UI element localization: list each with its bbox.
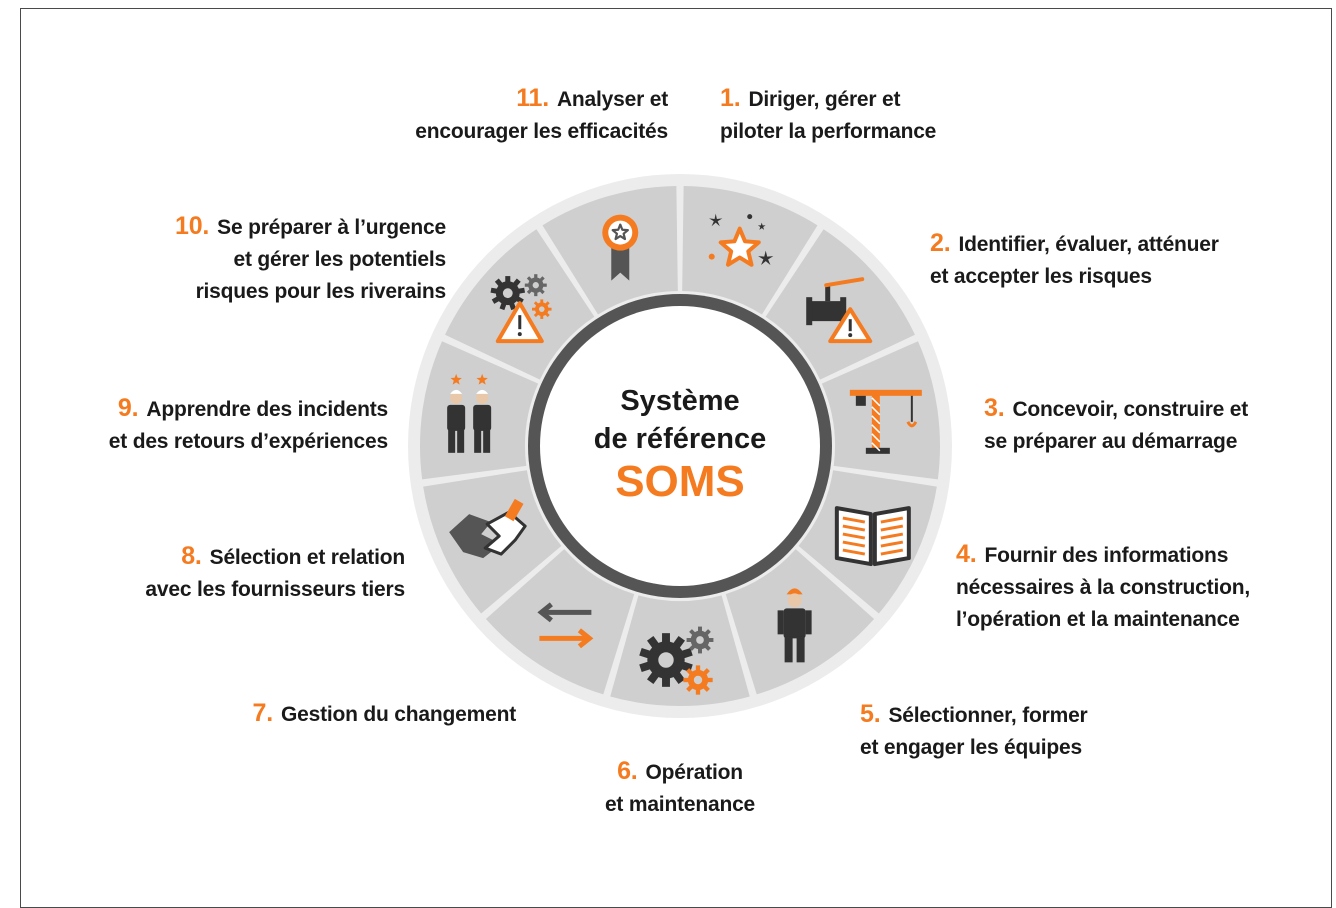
step-text: Apprendre des incidents bbox=[146, 398, 388, 421]
step-text: et engager les équipes bbox=[860, 736, 1083, 759]
step-text: nécessaires à la construction, bbox=[956, 576, 1250, 599]
center-title-line-1: Système bbox=[620, 385, 740, 417]
step-number: 5. bbox=[860, 700, 881, 728]
step-text: encourager les efficacités bbox=[415, 120, 668, 143]
step-label-6: 6. Opération et maintenance bbox=[580, 755, 780, 821]
step-text: Se préparer à l’urgence bbox=[217, 216, 446, 239]
step-text: avec les fournisseurs tiers bbox=[145, 578, 405, 601]
step-text: piloter la performance bbox=[720, 120, 937, 143]
step-label-5: 5. Sélectionner, former et engager les éq… bbox=[860, 698, 1088, 764]
step-label-4: 4. Fournir des informations nécessaires à… bbox=[956, 538, 1250, 636]
step-text: Gestion du changement bbox=[281, 703, 516, 726]
step-label-9: 9. Apprendre des incidents et des retours… bbox=[109, 392, 388, 458]
center-title-line-2: de référence bbox=[593, 423, 767, 455]
step-text: Diriger, gérer et bbox=[748, 88, 901, 111]
wheel-segment-3 bbox=[821, 341, 940, 480]
step-text: et gérer les potentiels bbox=[233, 248, 447, 271]
step-text: Concevoir, construire et bbox=[1012, 398, 1249, 421]
step-number: 9. bbox=[117, 394, 139, 422]
step-text: Identifier, évaluer, atténuer bbox=[958, 233, 1219, 256]
step-text: Opération bbox=[645, 761, 744, 784]
gears-icon bbox=[639, 626, 714, 695]
step-text: et accepter les risques bbox=[930, 265, 1152, 288]
step-number: 2. bbox=[930, 229, 951, 257]
step-number: 7. bbox=[252, 699, 274, 727]
wheel-segment-11 bbox=[542, 186, 678, 315]
step-text: Analyser et bbox=[556, 88, 668, 111]
handshake-icon bbox=[449, 498, 527, 559]
step-label-1: 1. Diriger, gérer et piloter la performan… bbox=[720, 82, 936, 148]
stars-icon bbox=[708, 213, 774, 267]
step-label-10: 10. Se préparer à l’urgence et gérer les … bbox=[175, 210, 446, 308]
team-stars-icon bbox=[447, 373, 492, 453]
center-disc bbox=[540, 306, 820, 586]
gears-warning-icon bbox=[490, 274, 552, 344]
center-title-soms: SOMS bbox=[615, 457, 745, 506]
step-number: 11. bbox=[516, 84, 549, 112]
step-number: 8. bbox=[181, 542, 202, 570]
step-number: 3. bbox=[984, 394, 1005, 422]
step-label-7: 7. Gestion du changement bbox=[252, 697, 517, 731]
step-label-3: 3. Concevoir, construire et se préparer a… bbox=[984, 392, 1248, 458]
step-number: 6. bbox=[617, 757, 638, 785]
step-text: Sélection et relation bbox=[209, 546, 406, 569]
valve-warning-icon bbox=[806, 277, 873, 344]
step-text: l’opération et la maintenance bbox=[956, 608, 1240, 631]
arrows-icon bbox=[537, 602, 594, 649]
book-icon bbox=[834, 506, 911, 567]
step-number: 10. bbox=[175, 212, 210, 240]
medal-icon bbox=[602, 214, 639, 281]
step-label-11: 11. Analyser et encourager les efficacité… bbox=[415, 82, 668, 148]
step-text: et des retours d’expériences bbox=[108, 430, 388, 453]
step-text: et maintenance bbox=[604, 793, 756, 816]
step-text: Sélectionner, former bbox=[888, 704, 1088, 727]
step-text: Fournir des informations bbox=[984, 544, 1229, 567]
crane-icon bbox=[849, 389, 922, 454]
step-number: 1. bbox=[720, 84, 741, 112]
step-text: risques pour les riverains bbox=[195, 280, 447, 303]
center-title: Système de référence SOMS bbox=[580, 382, 780, 506]
step-label-8: 8. Sélection et relation avec les fournis… bbox=[145, 540, 405, 606]
wheel-segment-7 bbox=[485, 549, 635, 695]
step-label-2: 2. Identifier, évaluer, atténuer et accep… bbox=[930, 227, 1219, 293]
step-text: se préparer au démarrage bbox=[984, 430, 1238, 453]
step-number: 4. bbox=[956, 540, 977, 568]
worker-icon bbox=[777, 588, 812, 663]
